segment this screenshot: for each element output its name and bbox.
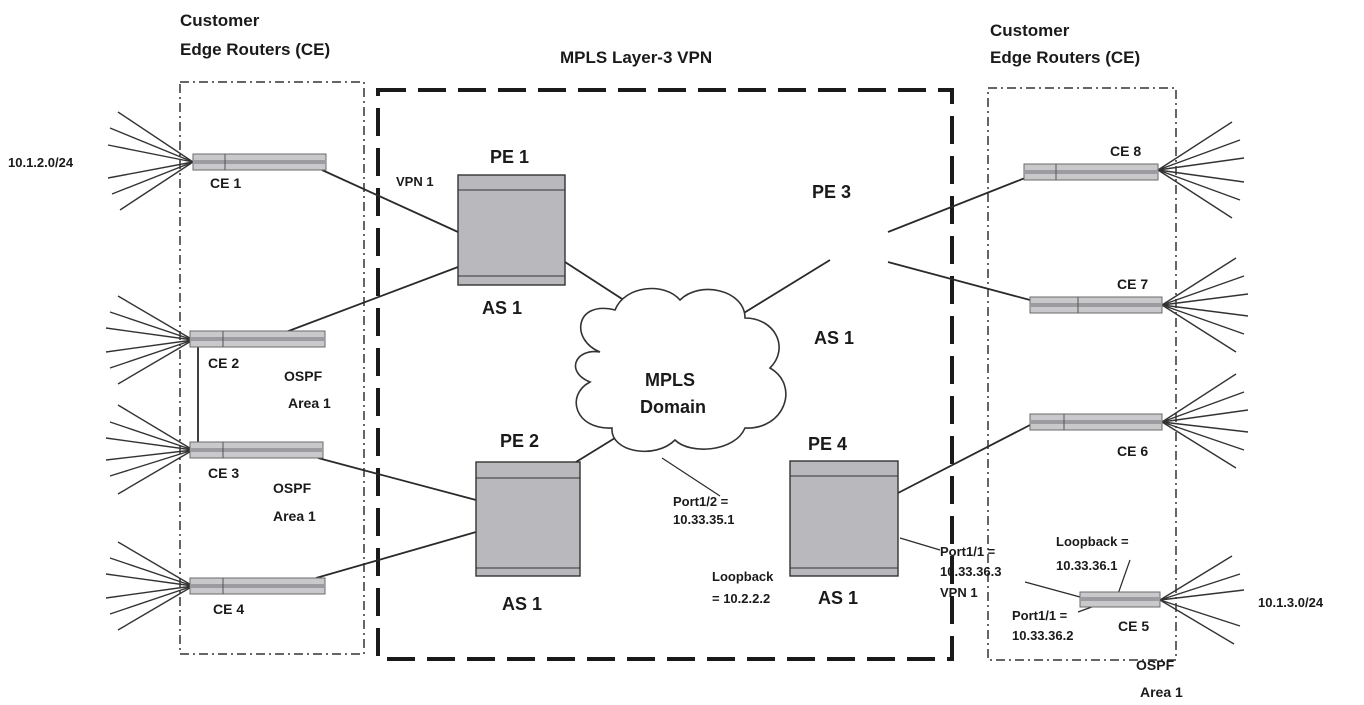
ospf-area-b-line2: Area 1 — [273, 508, 316, 524]
ce2-fanout — [105, 295, 194, 385]
ce6-label: CE 6 — [1117, 443, 1148, 459]
ce5-loopback-line2: 10.33.36.1 — [1056, 558, 1117, 573]
pe2-as-label: AS 1 — [502, 594, 542, 614]
diagram-title: MPLS Layer-3 VPN — [560, 48, 712, 67]
vpn1-left-label: VPN 1 — [396, 174, 434, 189]
pe1-router — [457, 174, 566, 286]
ce5-fanout — [1159, 555, 1245, 645]
pe4-port12-line1: Port1/2 = — [673, 494, 729, 509]
pe4-port11-line1: Port1/1 = — [940, 544, 996, 559]
subnet-right-label: 10.1.3.0/24 — [1258, 595, 1324, 610]
pe4-port12-line2: 10.33.35.1 — [673, 512, 734, 527]
pe4-port11-line3: VPN 1 — [940, 585, 978, 600]
ospf-area-c-line1: OSPF — [1136, 657, 1175, 673]
ce3-router — [189, 441, 324, 459]
ce1-fanout — [107, 111, 194, 211]
pe4-label: PE 4 — [808, 434, 847, 454]
ce1-router — [192, 153, 327, 171]
pe3-as-label: AS 1 — [814, 328, 854, 348]
ce8-fanout — [1157, 121, 1245, 219]
ospf-area-a-line1: OSPF — [284, 368, 323, 384]
ce5-label: CE 5 — [1118, 618, 1149, 634]
ce3-fanout — [105, 404, 194, 495]
ce5-port11-line1: Port1/1 = — [1012, 608, 1068, 623]
left-ce-group-title-line1: Customer — [180, 11, 260, 30]
ce7-label: CE 7 — [1117, 276, 1148, 292]
pe4-loopback-line2: = 10.2.2.2 — [712, 591, 770, 606]
ce5-router — [1079, 591, 1161, 608]
ospf-area-a-line2: Area 1 — [288, 395, 331, 411]
ce7-router — [1029, 296, 1163, 314]
ce2-label: CE 2 — [208, 355, 239, 371]
ce8-label: CE 8 — [1110, 143, 1141, 159]
mpls-domain-cloud: MPLS Domain — [574, 287, 787, 453]
cloud-label-line2: Domain — [640, 397, 706, 417]
ce4-router — [189, 577, 326, 595]
right-ce-group-title-line2: Edge Routers (CE) — [990, 48, 1140, 67]
ce1-label: CE 1 — [210, 175, 241, 191]
ce3-label: CE 3 — [208, 465, 239, 481]
ospf-area-c-line2: Area 1 — [1140, 684, 1183, 700]
ce5-port11-line2: 10.33.36.2 — [1012, 628, 1073, 643]
ce6-router — [1029, 413, 1163, 431]
cloud-label-line1: MPLS — [645, 370, 695, 390]
pe2-router — [475, 461, 581, 577]
pe2-label: PE 2 — [500, 431, 539, 451]
subnet-left-label: 10.1.2.0/24 — [8, 155, 74, 170]
ce2-router — [189, 330, 326, 348]
ce4-fanout — [105, 541, 194, 631]
ce8-router — [1023, 163, 1159, 181]
left-ce-group-title-line2: Edge Routers (CE) — [180, 40, 330, 59]
ce5-loopback-line1: Loopback = — [1056, 534, 1129, 549]
left-ce-group-box — [179, 81, 365, 655]
ospf-area-b-line1: OSPF — [273, 480, 312, 496]
pe1-as-label: AS 1 — [482, 298, 522, 318]
right-ce-group-title-line1: Customer — [990, 21, 1070, 40]
pe1-label: PE 1 — [490, 147, 529, 167]
ce7-fanout — [1161, 257, 1249, 353]
ce6-fanout — [1161, 373, 1249, 469]
pe4-as-label: AS 1 — [818, 588, 858, 608]
mpls-vpn-box — [376, 88, 954, 661]
pe4-router — [789, 460, 899, 577]
pe3-label: PE 3 — [812, 182, 851, 202]
pe4-port11-line2: 10.33.36.3 — [940, 564, 1001, 579]
pe4-loopback-line1: Loopback — [712, 569, 774, 584]
ce4-label: CE 4 — [213, 601, 244, 617]
